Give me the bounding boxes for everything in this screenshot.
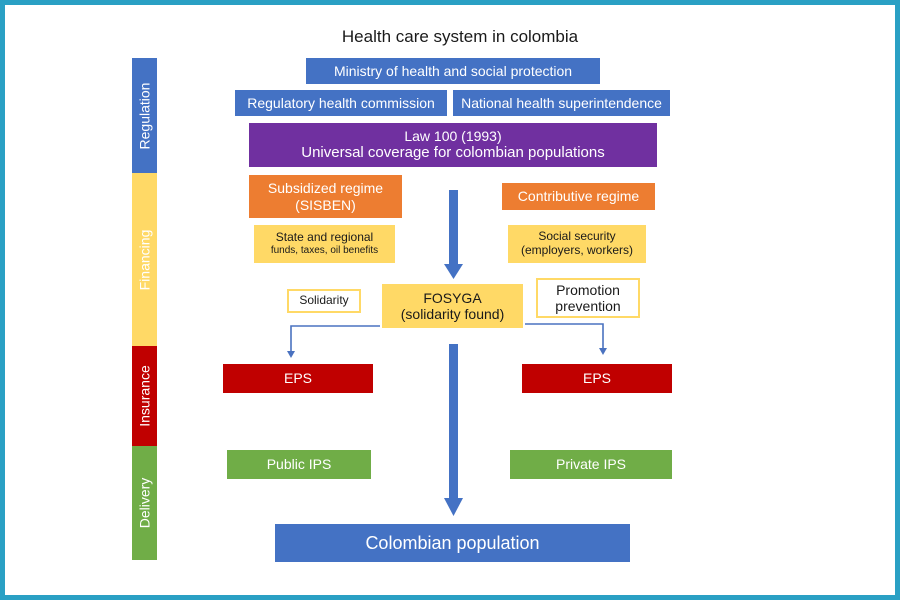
public-ips-box: Public IPS <box>227 450 371 479</box>
subsidized-regime-title: Subsidized regime <box>267 180 384 197</box>
social-security-subtitle: (employers, workers) <box>520 243 634 257</box>
promotion-prevention-subtitle: prevention <box>555 298 621 314</box>
arrow-law-to-fosyga <box>444 190 463 279</box>
contributive-regime-label: Contributive regime <box>517 188 640 205</box>
state-funds-subtitle: funds, taxes, oil benefits <box>270 245 379 257</box>
colombian-population-box: Colombian population <box>275 524 630 562</box>
arrow-fosyga-to-eps-right <box>525 323 607 355</box>
regulatory-commission-label: Regulatory health commission <box>247 94 435 111</box>
law-100-subtitle: Universal coverage for colombian populat… <box>301 144 605 162</box>
subsidized-regime-box: Subsidized regime (SISBEN) <box>249 175 402 218</box>
private-ips-box: Private IPS <box>510 450 672 479</box>
arrow-fosyga-to-population <box>444 344 463 516</box>
social-security-title: Social security <box>538 229 616 244</box>
subsidized-regime-subtitle: (SISBEN) <box>295 196 356 213</box>
state-funds-box: State and regional funds, taxes, oil ben… <box>254 225 395 263</box>
ministry-box: Ministry of health and social protection <box>306 58 600 84</box>
diagram-title: Health care system in colombia <box>341 27 579 46</box>
solidarity-label: Solidarity <box>299 293 349 308</box>
public-ips-label: Public IPS <box>266 456 332 473</box>
promotion-prevention-box: Promotion prevention <box>536 278 640 318</box>
promotion-prevention-title: Promotion <box>556 281 620 298</box>
law-100-box: Law 100 (1993) Universal coverage for co… <box>249 123 657 167</box>
eps-left-label: EPS <box>283 370 312 387</box>
regulatory-commission-box: Regulatory health commission <box>235 90 447 116</box>
band-insurance: Insurance <box>132 346 157 446</box>
colombian-population-label: Colombian population <box>365 532 540 553</box>
eps-left-box: EPS <box>223 364 373 393</box>
law-100-title: Law 100 (1993) <box>404 128 502 145</box>
social-security-box: Social security (employers, workers) <box>508 225 646 263</box>
superintendence-label: National health superintendence <box>461 94 662 111</box>
eps-right-label: EPS <box>582 370 611 387</box>
band-regulation: Regulation <box>132 58 157 173</box>
state-funds-title: State and regional <box>275 230 374 245</box>
superintendence-box: National health superintendence <box>453 90 670 116</box>
fosyga-subtitle: (solidarity found) <box>400 306 505 322</box>
band-financing: Financing <box>132 173 157 346</box>
band-delivery: Delivery <box>132 446 157 560</box>
eps-right-box: EPS <box>522 364 672 393</box>
ministry-label: Ministry of health and social protection <box>333 62 573 79</box>
fosyga-box: FOSYGA (solidarity found) <box>382 284 523 328</box>
fosyga-title: FOSYGA <box>423 289 482 306</box>
contributive-regime-box: Contributive regime <box>502 183 655 210</box>
arrow-fosyga-to-eps-left <box>287 325 380 358</box>
solidarity-box: Solidarity <box>287 289 361 313</box>
private-ips-label: Private IPS <box>555 456 627 473</box>
